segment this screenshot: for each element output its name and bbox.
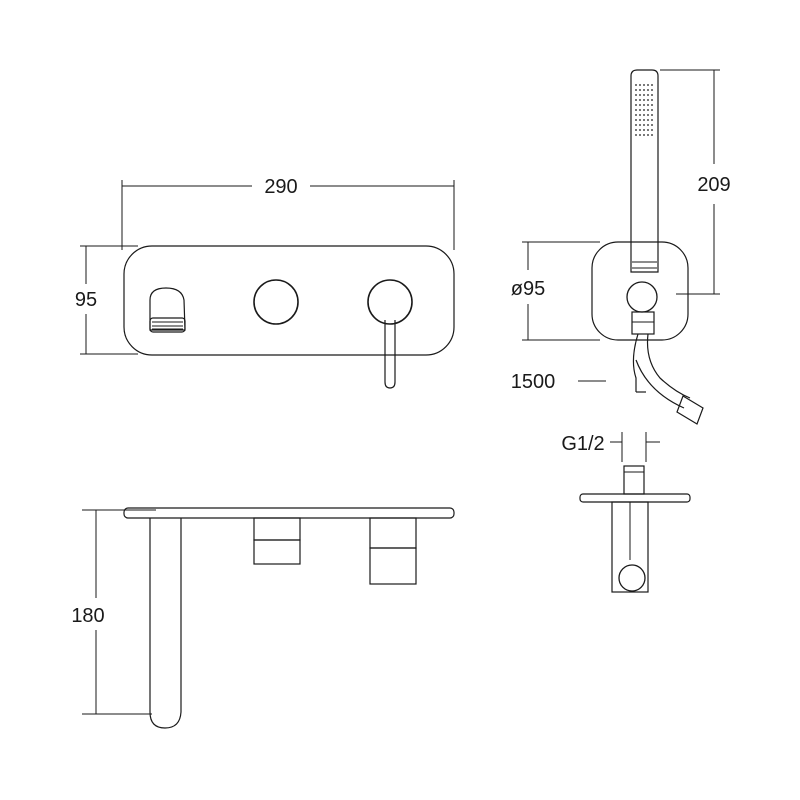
dimension-dia-95: ø95 [511,241,600,341]
spout-side [149,518,182,729]
dimension-label-209: 209 [697,174,730,196]
holder-knob [626,281,658,313]
diverter-knob-side [253,517,301,565]
wall-plate [123,245,455,356]
nozzle-pattern [635,84,653,136]
top-view-mixer [123,507,455,729]
shower-hose [632,333,704,425]
holder-side-view [579,465,691,593]
handshower-body [630,69,659,273]
dimension-label-dia-95: ø95 [511,278,545,300]
dimension-label-180: 180 [71,605,104,627]
dimension-label-g12: G1/2 [561,433,604,455]
mixer-lever [367,279,413,389]
front-view-plate [123,245,455,389]
hose-connector [631,311,655,335]
handshower-side-view [591,69,704,425]
dimension-180: 180 [71,509,156,715]
holder-side-knob [618,564,646,592]
holder-side-plate [579,493,691,503]
lever-knob-side [369,517,417,585]
dimension-label-290: 290 [264,176,297,198]
dimension-g12: G1/2 [561,432,660,462]
dimension-label-95: 95 [75,289,97,311]
dimension-290: 290 [121,176,455,250]
dimension-95: 95 [75,245,138,355]
diverter-knob [253,279,299,325]
thread-connector [623,465,645,495]
plate-edge [123,507,455,519]
holder-plate [591,241,689,341]
dimension-209: 209 [660,69,731,295]
spout-outlet [149,287,186,333]
dimension-1500: 1500 [511,371,606,393]
dimension-label-1500: 1500 [511,371,556,393]
